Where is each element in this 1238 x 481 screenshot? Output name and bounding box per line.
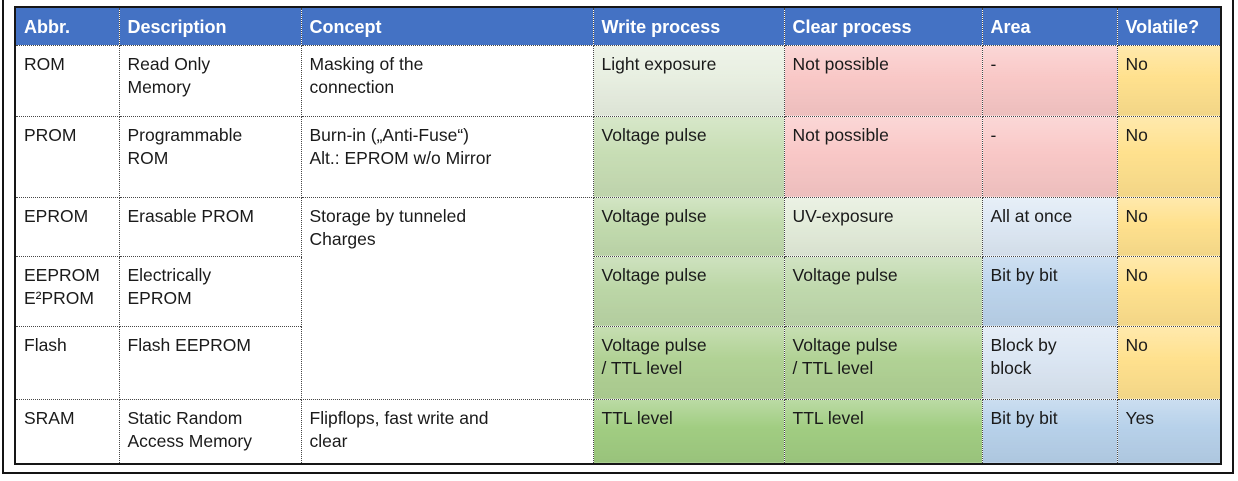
rom-volatile: No (1116, 44, 1222, 117)
sram-write-process: TTL level (592, 398, 785, 465)
row-sram: SRAM Static Random Access Memory Flipflo… (14, 398, 1222, 465)
sram-volatile: Yes (1116, 398, 1222, 465)
header-description: Description (118, 6, 302, 46)
eprom-eeprom-flash-concept-merged: Storage by tunneled Charges (300, 196, 594, 400)
header-concept: Concept (300, 6, 594, 46)
sram-area: Bit by bit (981, 398, 1118, 465)
eeprom-abbr: EEPROM E²PROM (14, 255, 120, 327)
sram-concept: Flipflops, fast write and clear (300, 398, 594, 465)
header-abbr: Abbr. (14, 6, 120, 46)
memory-types-table: Abbr. Description Concept Write process … (14, 6, 1222, 465)
row-flash: Flash Flash EEPROM Voltage pulse / TTL l… (14, 325, 1222, 400)
row-eprom: EPROM Erasable PROM Storage by tunneled … (14, 196, 1222, 400)
prom-volatile: No (1116, 115, 1222, 198)
prom-write-process: Voltage pulse (592, 115, 785, 198)
flash-abbr: Flash (14, 325, 120, 400)
sram-clear-process: TTL level (783, 398, 983, 465)
header-volatile: Volatile? (1116, 6, 1222, 46)
rom-description: Read Only Memory (118, 44, 302, 117)
header-row: Abbr. Description Concept Write process … (14, 6, 1222, 46)
flash-volatile: No (1116, 325, 1222, 400)
eeprom-write-process: Voltage pulse (592, 255, 785, 327)
eeprom-volatile: No (1116, 255, 1222, 327)
eprom-abbr: EPROM (14, 196, 120, 257)
flash-area: Block by block (981, 325, 1118, 400)
prom-concept: Burn-in („Anti-Fuse“) Alt.: EPROM w/o Mi… (300, 115, 594, 198)
header-clear-process: Clear process (783, 6, 983, 46)
rom-concept: Masking of the connection (300, 44, 594, 117)
flash-clear-process: Voltage pulse / TTL level (783, 325, 983, 400)
prom-abbr: PROM (14, 115, 120, 198)
header-write-process: Write process (592, 6, 785, 46)
flash-write-process: Voltage pulse / TTL level (592, 325, 785, 400)
eprom-volatile: No (1116, 196, 1222, 257)
rom-area: - (981, 44, 1118, 117)
row-rom: ROM Read Only Memory Masking of the conn… (14, 44, 1222, 117)
sram-description: Static Random Access Memory (118, 398, 302, 465)
prom-clear-process: Not possible (783, 115, 983, 198)
sram-abbr: SRAM (14, 398, 120, 465)
rom-abbr: ROM (14, 44, 120, 117)
eprom-clear-process: UV-exposure (783, 196, 983, 257)
header-area: Area (981, 6, 1118, 46)
prom-description: Programmable ROM (118, 115, 302, 198)
eprom-area: All at once (981, 196, 1118, 257)
row-prom: PROM Programmable ROM Burn-in („Anti-Fus… (14, 115, 1222, 198)
eeprom-description: Electrically EPROM (118, 255, 302, 327)
eprom-description: Erasable PROM (118, 196, 302, 257)
flash-description: Flash EEPROM (118, 325, 302, 400)
row-eeprom: EEPROM E²PROM Electrically EPROM Voltage… (14, 255, 1222, 327)
rom-clear-process: Not possible (783, 44, 983, 117)
eprom-write-process: Voltage pulse (592, 196, 785, 257)
eeprom-clear-process: Voltage pulse (783, 255, 983, 327)
eeprom-area: Bit by bit (981, 255, 1118, 327)
rom-write-process: Light exposure (592, 44, 785, 117)
prom-area: - (981, 115, 1118, 198)
